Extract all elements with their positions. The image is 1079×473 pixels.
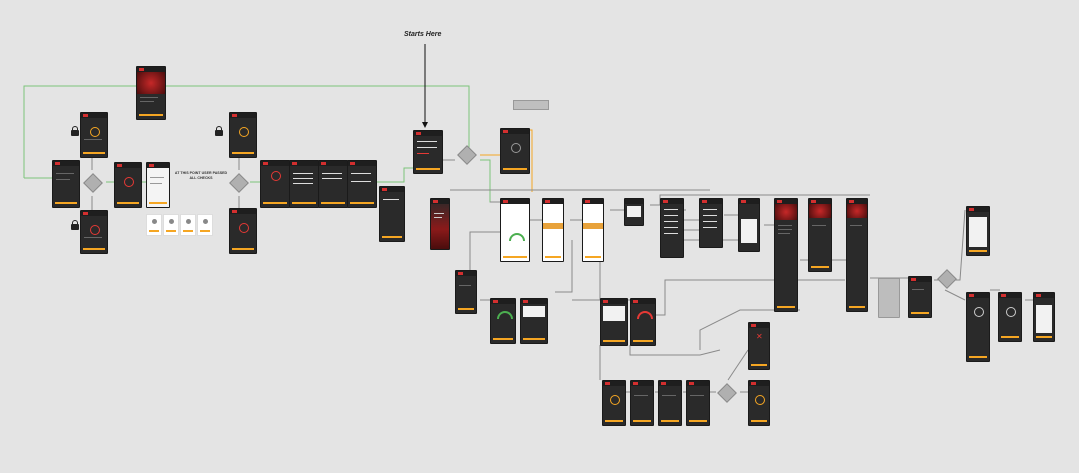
lock-icon <box>71 126 79 136</box>
check-card-2 <box>163 214 179 236</box>
screen-final-2[interactable] <box>998 292 1022 342</box>
check-card-4 <box>197 214 213 236</box>
screen-login-start[interactable] <box>413 130 443 174</box>
screen-score-orange[interactable] <box>542 198 564 262</box>
screen-form-1[interactable] <box>260 160 290 208</box>
flow-note-box <box>513 100 549 110</box>
screen-list-3[interactable] <box>738 198 760 252</box>
screen-bottom-1[interactable] <box>602 380 626 426</box>
screen-branch-1[interactable] <box>455 270 477 314</box>
screen-promo-top[interactable] <box>136 66 166 120</box>
screen-locked-left[interactable] <box>52 160 80 208</box>
screen-gauge-green[interactable] <box>490 298 516 344</box>
screen-bottom-4[interactable] <box>686 380 710 426</box>
screen-locked-top[interactable] <box>80 112 108 158</box>
screen-bottom-5[interactable] <box>748 380 770 426</box>
screen-verify-1[interactable] <box>500 128 530 174</box>
screen-score-red[interactable] <box>582 198 604 262</box>
screen-disabled <box>878 278 900 318</box>
passed-checks-note-line-2: ALL CHECKS <box>189 175 213 180</box>
screen-final-3[interactable] <box>1033 292 1055 342</box>
screen-list-1[interactable] <box>660 198 684 258</box>
lock-icon <box>71 220 79 230</box>
screen-bottom-2[interactable] <box>630 380 654 426</box>
starts-here-label: Starts Here <box>404 31 442 38</box>
screen-branch-3[interactable] <box>600 298 628 346</box>
screen-gauge-red[interactable] <box>630 298 656 346</box>
screen-locked-bottom[interactable] <box>80 210 108 254</box>
screen-info-small[interactable] <box>624 198 644 226</box>
screen-bottom-3[interactable] <box>658 380 682 426</box>
close-icon: ✕ <box>756 332 763 341</box>
connector-green-chain-5 <box>376 167 416 183</box>
screen-error[interactable]: ✕ <box>748 322 770 370</box>
check-card-1 <box>146 214 162 236</box>
screen-lock-col2-bottom[interactable] <box>229 208 257 254</box>
lock-icon <box>215 126 223 136</box>
screen-check-form[interactable] <box>146 162 170 208</box>
screen-final-top[interactable] <box>966 206 990 256</box>
check-card-3 <box>180 214 196 236</box>
screen-form-5[interactable] <box>379 186 405 242</box>
screen-check-progress[interactable] <box>114 162 142 208</box>
screen-form-4[interactable] <box>347 160 377 208</box>
screen-welcome-promo[interactable] <box>430 198 450 250</box>
screen-article-3[interactable] <box>846 198 868 312</box>
screen-form-3[interactable] <box>318 160 348 208</box>
screen-branch-2[interactable] <box>520 298 548 344</box>
screen-article-1[interactable] <box>774 198 798 312</box>
screen-final-bottom[interactable] <box>966 292 990 362</box>
screen-article-2[interactable] <box>808 198 832 272</box>
passed-checks-note-line-1: AT THIS POINT USER PASSED <box>174 171 228 175</box>
connector-green-loop <box>23 85 470 178</box>
passed-checks-note: AT THIS POINT USER PASSED ALL CHECKS <box>172 171 230 180</box>
connector-green-chain-6 <box>480 159 500 203</box>
screen-lock-col2-top[interactable] <box>229 112 257 158</box>
screen-list-2[interactable] <box>699 198 723 248</box>
starts-here-arrowhead <box>422 122 428 128</box>
screen-result[interactable] <box>908 276 932 318</box>
screen-form-2[interactable] <box>289 160 319 208</box>
screen-score-green[interactable] <box>500 198 530 262</box>
